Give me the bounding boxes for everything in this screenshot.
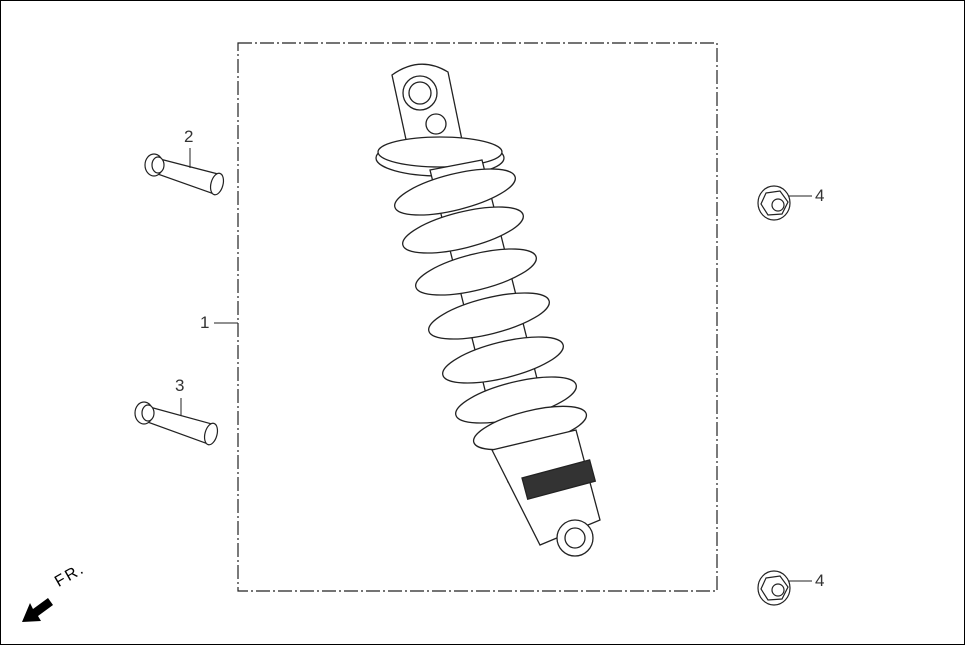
callout-3: 3 bbox=[175, 376, 185, 395]
nut-4-lower-icon bbox=[757, 570, 791, 606]
arrow-down-left-icon bbox=[22, 598, 53, 622]
assembly-boundary bbox=[237, 42, 718, 592]
callout-4-upper: 4 bbox=[815, 186, 825, 205]
shock-absorber-icon bbox=[375, 63, 601, 557]
callout-1: 1 bbox=[200, 313, 210, 332]
bolt-3-icon bbox=[134, 401, 219, 446]
callout-2: 2 bbox=[184, 127, 194, 146]
callout-4-lower: 4 bbox=[815, 571, 825, 590]
bolt-2-icon bbox=[144, 153, 225, 196]
nut-4-upper-icon bbox=[757, 185, 791, 221]
